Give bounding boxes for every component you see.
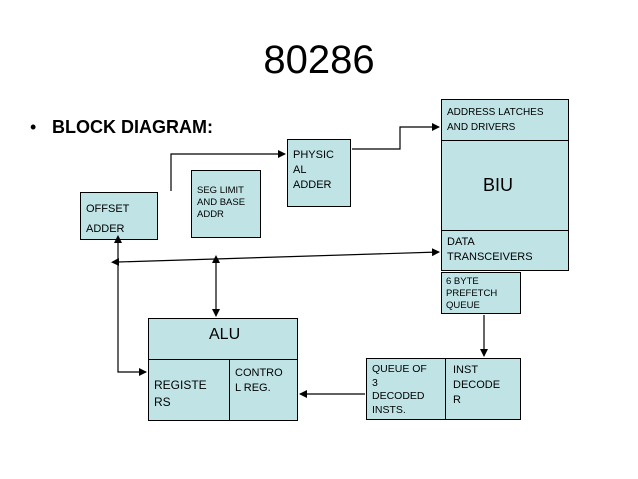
control-reg-label: CONTRO L REG. <box>235 367 283 394</box>
control-reg-block: CONTRO L REG. <box>229 359 298 421</box>
address-latches-block: ADDRESS LATCHES AND DRIVERS <box>441 99 569 141</box>
inst-decoder-label: INST DECODE R <box>453 364 501 406</box>
registers-block: REGISTE RS <box>148 359 230 421</box>
arrow-offset-to-physical <box>170 150 286 191</box>
offset-adder-block: OFFSET ADDER <box>80 192 158 240</box>
arrow-physical-to-latches <box>352 123 440 150</box>
data-transceivers-block: DATA TRANSCEIVERS <box>441 230 569 271</box>
seg-limit-block: SEG LIMIT AND BASE ADDR <box>191 170 261 238</box>
arrow-offset-to-registers <box>114 235 147 376</box>
registers-label: REGISTE RS <box>154 378 207 409</box>
offset-adder-label: OFFSET ADDER <box>86 203 130 235</box>
data-transceivers-label: DATA TRANSCEIVERS <box>447 236 533 263</box>
biu-label: BIU <box>483 175 514 195</box>
physical-adder-label: PHYSIC AL ADDER <box>293 149 334 191</box>
seg-limit-label: SEG LIMIT AND BASE ADDR <box>197 185 246 220</box>
inst-decoder-block: INST DECODE R <box>445 358 521 420</box>
arrow-transceivers-bus <box>111 248 440 266</box>
biu-block: BIU <box>441 140 569 231</box>
prefetch-queue-block: 6 BYTE PREFETCH QUEUE <box>441 272 521 314</box>
bullet-text: BLOCK DIAGRAM: <box>52 117 213 137</box>
address-latches-label: ADDRESS LATCHES AND DRIVERS <box>447 107 544 133</box>
decoded-queue-block: QUEUE OF 3 DECODED INSTS. <box>366 358 446 420</box>
page-title: 80286 <box>263 38 375 82</box>
bullet-symbol: • <box>30 117 37 137</box>
prefetch-queue-label: 6 BYTE PREFETCH QUEUE <box>446 276 498 311</box>
physical-adder-block: PHYSIC AL ADDER <box>287 139 351 207</box>
bullet-heading: • BLOCK DIAGRAM: <box>30 117 213 138</box>
decoded-queue-label: QUEUE OF 3 DECODED INSTS. <box>372 363 427 416</box>
alu-label: ALU <box>209 326 241 343</box>
